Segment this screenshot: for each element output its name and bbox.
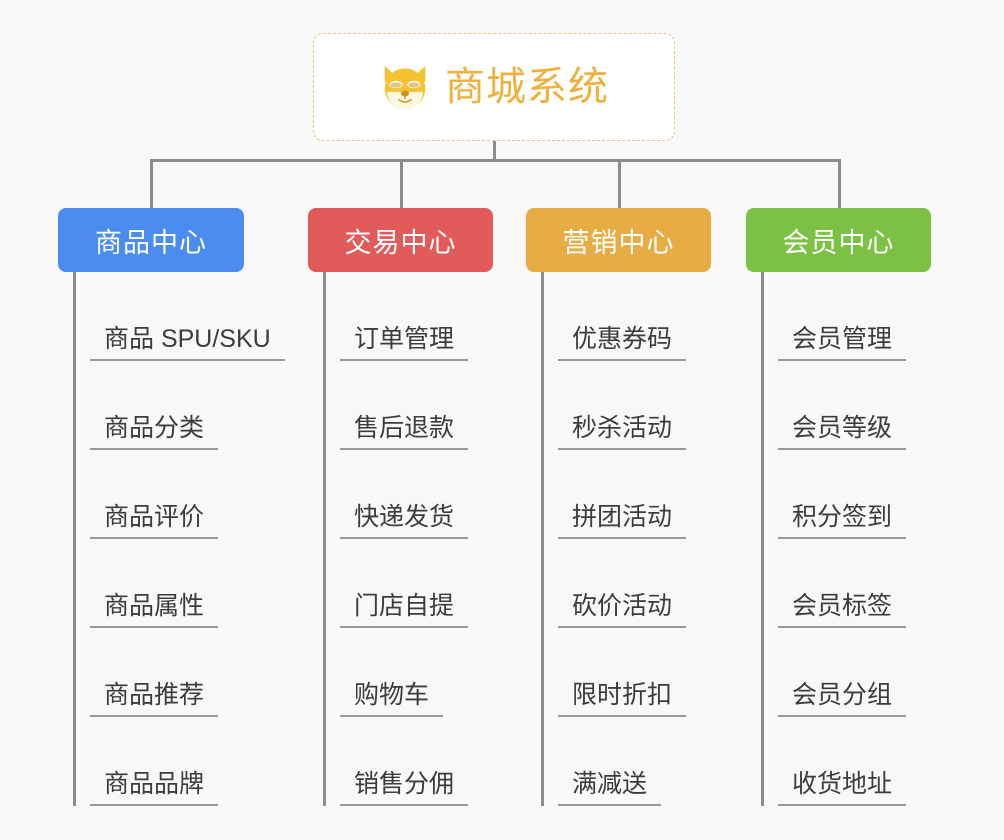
column-spine bbox=[541, 272, 544, 806]
root-node[interactable]: 商城系统 bbox=[313, 33, 675, 141]
column-body-marketing-center: 优惠券码 秒杀活动 拼团活动 砍价活动 限时折扣 满减送 bbox=[526, 272, 716, 806]
list-item-label: 商品 SPU/SKU bbox=[90, 325, 285, 361]
list-item[interactable]: 秒杀活动 bbox=[526, 361, 716, 450]
list-item[interactable]: 商品属性 bbox=[58, 539, 270, 628]
list-item[interactable]: 满减送 bbox=[526, 717, 716, 806]
list-item[interactable]: 会员管理 bbox=[746, 272, 936, 361]
list-item[interactable]: 会员标签 bbox=[746, 539, 936, 628]
connector-drop-1 bbox=[150, 159, 153, 208]
list-item[interactable]: 购物车 bbox=[308, 628, 498, 717]
list-item[interactable]: 积分签到 bbox=[746, 450, 936, 539]
list-item[interactable]: 销售分佣 bbox=[308, 717, 498, 806]
list-item-label: 积分签到 bbox=[778, 503, 907, 539]
column-spine bbox=[761, 272, 764, 806]
list-item[interactable]: 会员等级 bbox=[746, 361, 936, 450]
column-trade-center: 交易中心 订单管理 售后退款 快递发货 门店自提 购物车 销售分佣 bbox=[308, 208, 498, 806]
list-item-label: 售后退款 bbox=[340, 414, 469, 450]
column-header-label: 交易中心 bbox=[344, 227, 457, 258]
column-header-trade-center[interactable]: 交易中心 bbox=[308, 208, 493, 272]
list-item[interactable]: 会员分组 bbox=[746, 628, 936, 717]
connector-bus bbox=[150, 159, 841, 162]
list-item[interactable]: 商品品牌 bbox=[58, 717, 270, 806]
list-item-label: 商品评价 bbox=[90, 503, 219, 539]
column-body-member-center: 会员管理 会员等级 积分签到 会员标签 会员分组 收货地址 bbox=[746, 272, 936, 806]
list-item-label: 商品属性 bbox=[90, 592, 219, 628]
column-header-marketing-center[interactable]: 营销中心 bbox=[526, 208, 711, 272]
list-item-label: 商品推荐 bbox=[90, 681, 219, 717]
column-header-label: 商品中心 bbox=[95, 227, 207, 258]
list-item[interactable]: 优惠券码 bbox=[526, 272, 716, 361]
connector-drop-2 bbox=[400, 159, 403, 208]
list-item[interactable]: 订单管理 bbox=[308, 272, 498, 361]
connector-trunk bbox=[493, 141, 496, 162]
list-item-label: 拼团活动 bbox=[558, 503, 687, 539]
list-item[interactable]: 收货地址 bbox=[746, 717, 936, 806]
column-member-center: 会员中心 会员管理 会员等级 积分签到 会员标签 会员分组 收货地址 bbox=[746, 208, 936, 806]
list-item-label: 优惠券码 bbox=[558, 325, 687, 361]
list-item[interactable]: 商品推荐 bbox=[58, 628, 270, 717]
list-item-label: 会员管理 bbox=[778, 325, 907, 361]
column-header-label: 会员中心 bbox=[782, 227, 895, 258]
list-item[interactable]: 快递发货 bbox=[308, 450, 498, 539]
list-item[interactable]: 砍价活动 bbox=[526, 539, 716, 628]
list-item[interactable]: 商品评价 bbox=[58, 450, 270, 539]
list-item[interactable]: 商品 SPU/SKU bbox=[58, 272, 285, 361]
list-item-label: 门店自提 bbox=[340, 592, 469, 628]
column-header-label: 营销中心 bbox=[562, 227, 675, 258]
connector-drop-3 bbox=[618, 159, 621, 208]
list-item-label: 限时折扣 bbox=[558, 681, 687, 717]
root-title: 商城系统 bbox=[445, 65, 609, 109]
list-item-label: 商品品牌 bbox=[90, 770, 219, 806]
shiba-dog-face-icon bbox=[384, 65, 426, 110]
list-item-label: 会员等级 bbox=[778, 414, 907, 450]
column-spine bbox=[73, 272, 76, 806]
list-item[interactable]: 商品分类 bbox=[58, 361, 270, 450]
list-item[interactable]: 限时折扣 bbox=[526, 628, 716, 717]
list-item-label: 订单管理 bbox=[340, 325, 469, 361]
list-item-label: 销售分佣 bbox=[340, 770, 469, 806]
list-item-label: 商品分类 bbox=[90, 414, 219, 450]
column-product-center: 商品中心 商品 SPU/SKU 商品分类 商品评价 商品属性 商品推荐 商品品牌 bbox=[58, 208, 285, 806]
list-item-label: 会员分组 bbox=[778, 681, 907, 717]
column-header-product-center[interactable]: 商品中心 bbox=[58, 208, 244, 272]
list-item-label: 快递发货 bbox=[340, 503, 469, 539]
list-item-label: 秒杀活动 bbox=[558, 414, 687, 450]
list-item-label: 会员标签 bbox=[778, 592, 907, 628]
connector-drop-4 bbox=[838, 159, 841, 208]
column-header-member-center[interactable]: 会员中心 bbox=[746, 208, 931, 272]
list-item[interactable]: 售后退款 bbox=[308, 361, 498, 450]
column-spine bbox=[323, 272, 326, 806]
list-item[interactable]: 拼团活动 bbox=[526, 450, 716, 539]
column-body-trade-center: 订单管理 售后退款 快递发货 门店自提 购物车 销售分佣 bbox=[308, 272, 498, 806]
list-item-label: 收货地址 bbox=[778, 770, 907, 806]
list-item-label: 砍价活动 bbox=[558, 592, 687, 628]
list-item[interactable]: 门店自提 bbox=[308, 539, 498, 628]
column-body-product-center: 商品 SPU/SKU 商品分类 商品评价 商品属性 商品推荐 商品品牌 bbox=[58, 272, 285, 806]
list-item-label: 购物车 bbox=[340, 681, 444, 717]
column-marketing-center: 营销中心 优惠券码 秒杀活动 拼团活动 砍价活动 限时折扣 满减送 bbox=[526, 208, 716, 806]
list-item-label: 满减送 bbox=[558, 770, 662, 806]
